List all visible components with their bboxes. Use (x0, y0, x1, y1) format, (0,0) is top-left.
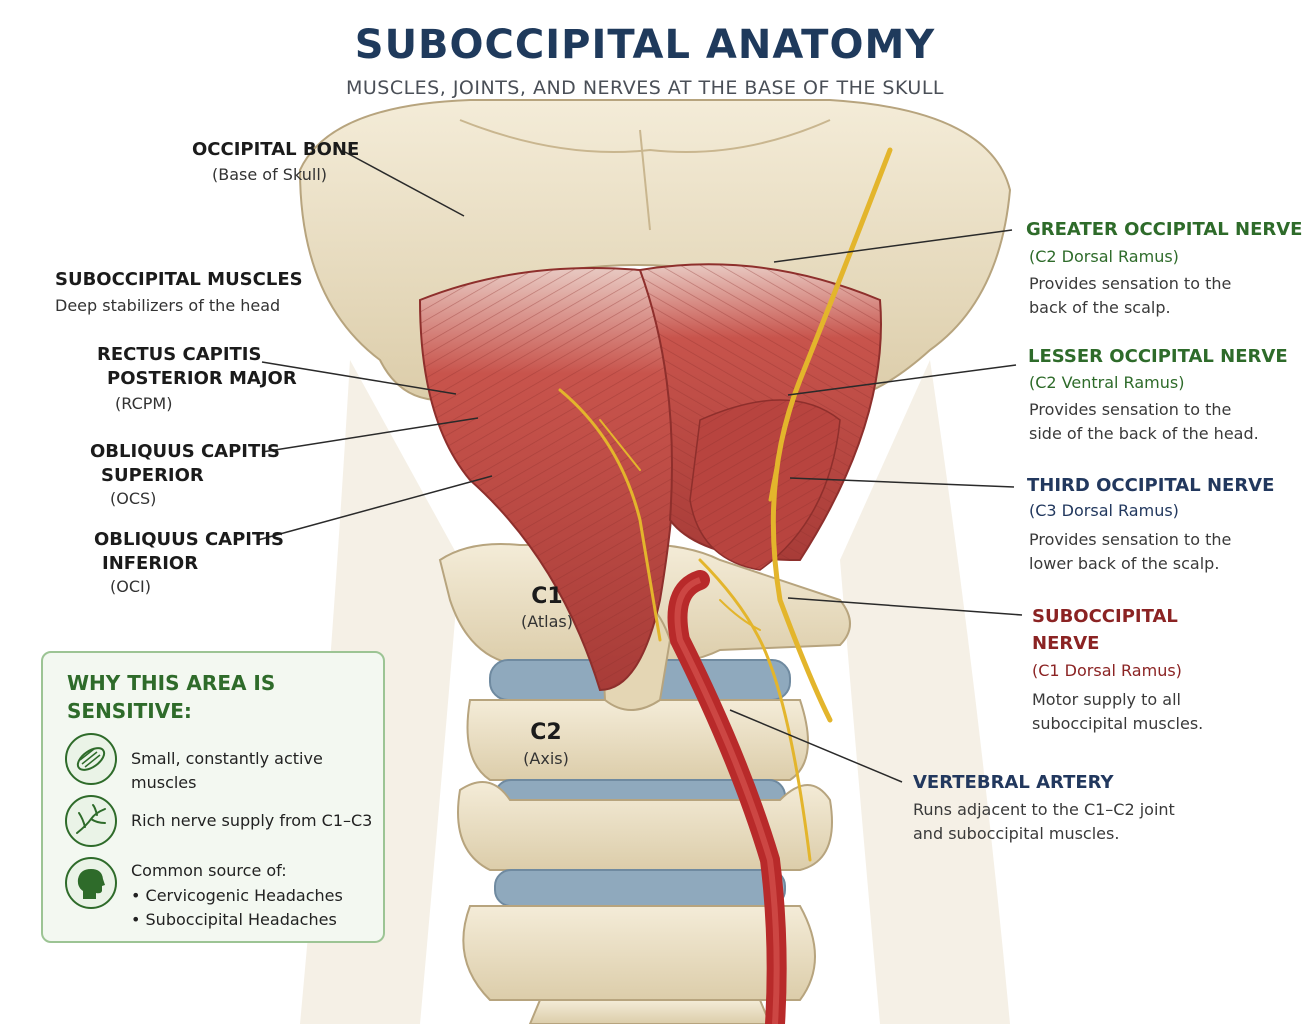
greater-occipital-nerve-origin: (C2 Dorsal Ramus) (1029, 247, 1179, 266)
c2-sub: (Axis) (523, 749, 569, 768)
lesser-occipital-nerve-origin: (C2 Ventral Ramus) (1029, 373, 1185, 392)
nerve-branch-icon (65, 795, 117, 847)
oci-label-line2: INFERIOR (102, 553, 199, 574)
panel-item-3-text: Common source of: (131, 861, 287, 880)
ocs-label-line2: SUPERIOR (101, 465, 204, 486)
c2-label: C2 (530, 720, 562, 745)
panel-item-2-text: Rich nerve supply from C1–C3 (131, 811, 373, 830)
rcpm-label-line1: RECTUS CAPITIS (97, 344, 262, 365)
lesser-occipital-nerve-desc1: Provides sensation to the (1029, 400, 1232, 419)
suboccipital-muscle-group (418, 263, 882, 692)
suboccipital-nerve-desc1: Motor supply to all (1032, 690, 1181, 709)
panel-title: WHY THIS AREA IS SENSITIVE: (67, 669, 327, 725)
suboccipital-nerve-origin: (C1 Dorsal Ramus) (1032, 661, 1182, 680)
leader-lines (257, 151, 1023, 783)
suboccipital-nerve-desc2: suboccipital muscles. (1032, 714, 1204, 733)
panel-item-1-text: Small, constantly active muscles (131, 749, 323, 792)
third-occipital-nerve-origin: (C3 Dorsal Ramus) (1029, 501, 1179, 520)
head-profile-icon (65, 857, 117, 909)
muscle-fiber-icon (65, 733, 117, 785)
suboccipital-muscles-label: SUBOCCIPITAL MUSCLES (55, 269, 303, 290)
vertebral-artery-desc1: Runs adjacent to the C1–C2 joint (913, 800, 1175, 819)
c1-sub: (Atlas) (520, 612, 573, 631)
rcpm-abbr: (RCPM) (115, 394, 173, 413)
ocs-abbr: (OCS) (110, 489, 157, 508)
lesser-occipital-nerve-label: LESSER OCCIPITAL NERVE (1028, 346, 1288, 367)
suboccipital-nerve-label-line1: SUBOCCIPITAL (1032, 606, 1178, 627)
suboccipital-nerve-label-line2: NERVE (1032, 633, 1100, 654)
c1-label: C1 (531, 584, 563, 609)
panel-title-line1: WHY THIS AREA IS (67, 671, 276, 695)
occipital-bone-sub: (Base of Skull) (212, 165, 327, 184)
panel-title-line2: SENSITIVE: (67, 699, 192, 723)
greater-occipital-nerve-desc1: Provides sensation to the (1029, 274, 1232, 293)
suboccipital-muscles-sub: Deep stabilizers of the head (55, 296, 281, 315)
occipital-bone-label: OCCIPITAL BONE (192, 139, 360, 160)
sensitivity-info-panel: WHY THIS AREA IS SENSITIVE: Small, const… (41, 651, 385, 943)
panel-bullet-2: • Suboccipital Headaches (131, 910, 337, 929)
panel-bullet-1: • Cervicogenic Headaches (131, 886, 343, 905)
ocs-label-line1: OBLIQUUS CAPITIS (90, 441, 280, 462)
greater-occipital-nerve-desc2: back of the scalp. (1029, 298, 1171, 317)
third-occipital-nerve-desc1: Provides sensation to the (1029, 530, 1232, 549)
page-title: SUBOCCIPITAL ANATOMY (354, 22, 936, 68)
third-occipital-nerve-label: THIRD OCCIPITAL NERVE (1027, 475, 1275, 496)
vertebral-artery-label: VERTEBRAL ARTERY (913, 772, 1114, 793)
rcpm-label-line2: POSTERIOR MAJOR (107, 368, 297, 389)
page-subtitle: MUSCLES, JOINTS, AND NERVES AT THE BASE … (345, 77, 945, 99)
vertebral-artery-desc2: and suboccipital muscles. (913, 824, 1120, 843)
greater-occipital-nerve-label: GREATER OCCIPITAL NERVE (1026, 219, 1303, 240)
oci-abbr: (OCI) (110, 577, 151, 596)
third-occipital-nerve-desc2: lower back of the scalp. (1029, 554, 1220, 573)
oci-label-line1: OBLIQUUS CAPITIS (94, 529, 284, 550)
lesser-occipital-nerve-desc2: side of the back of the head. (1029, 424, 1259, 443)
